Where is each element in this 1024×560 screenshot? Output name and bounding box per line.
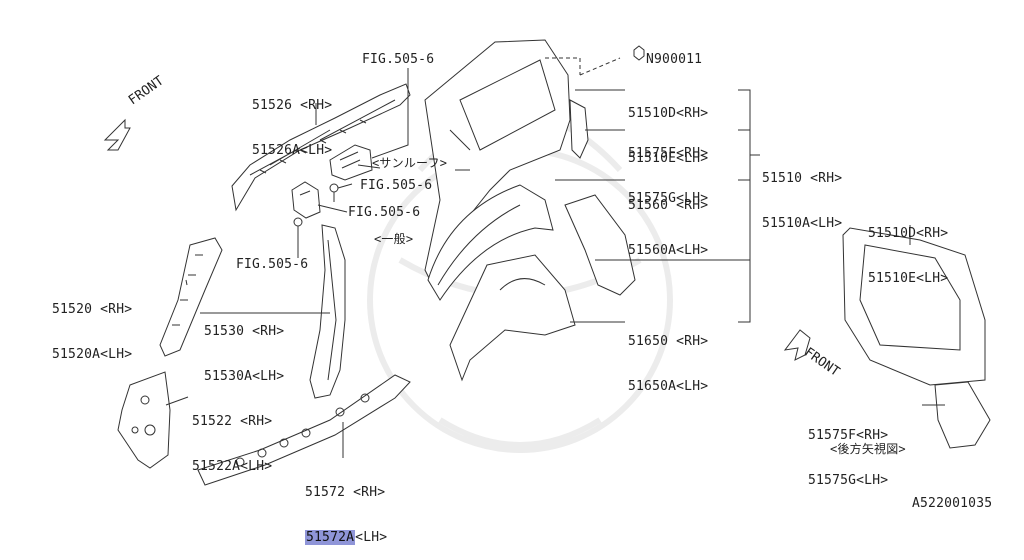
label-n900011[interactable]: N900011 (646, 52, 703, 67)
label-51572-lh: 51572A<LH> (305, 530, 387, 545)
label-51510D-rear-rh: 51510D<RH> (868, 226, 949, 241)
label-51572-rh: 51572 <RH> (305, 485, 386, 500)
label-51510D-rear[interactable]: 51510D<RH> 51510E<LH> (868, 196, 948, 301)
label-51560[interactable]: 51560 <RH> 51560A<LH> (628, 168, 708, 273)
label-51575F-rear[interactable]: 51575F<RH> 51575G<LH> (808, 398, 888, 503)
label-51510[interactable]: 51510 <RH> 51510A<LH> (762, 141, 842, 246)
label-51530[interactable]: 51530 <RH> 51530A<LH> (204, 294, 284, 399)
part-51650-inner[interactable] (449, 194, 636, 382)
part-51510D-rear-view[interactable] (842, 227, 986, 386)
label-51522[interactable]: 51522 <RH> 51522A<LH> (192, 384, 272, 489)
bolt-1[interactable] (329, 183, 339, 202)
part-bracket-sunroof[interactable] (329, 144, 373, 181)
label-51522-rh: 51522 <RH> (192, 414, 273, 429)
label-51510D-rear-lh: 51510E<LH> (868, 271, 949, 286)
label-51572A-highlight[interactable]: 51572A (305, 530, 356, 545)
label-51575F-lh: 51575G<LH> (628, 191, 709, 206)
label-51572-lh-suffix: <LH> (355, 530, 388, 545)
label-51526-lh: 51526A<LH> (252, 143, 333, 158)
label-51510D[interactable]: 51510D<RH> 51510E<LH> (628, 76, 708, 181)
front-arrow-left (103, 118, 131, 151)
label-51572[interactable]: 51572 <RH> 51572A<LH> (305, 455, 387, 560)
label-51526-rh: 51526 <RH> (252, 98, 333, 113)
label-51520-lh: 51520A<LH> (52, 347, 133, 362)
label-51575F[interactable]: 51575F<RH> 51575G<LH> (628, 116, 708, 221)
label-51510D-rh: 51510D<RH> (628, 106, 709, 121)
label-51560-rh: 51560 <RH> (628, 198, 709, 213)
part-51520-pillar[interactable] (159, 237, 223, 357)
diagram-code: A522001035 (912, 496, 993, 511)
label-51575F-rh: 51575F<RH> (628, 146, 709, 161)
leader-lines (165, 57, 945, 458)
parts-diagram (103, 39, 991, 486)
part-51572-rocker[interactable] (197, 374, 411, 486)
label-sunroof: <サンルーフ> (372, 156, 448, 170)
label-51650-lh: 51650A<LH> (628, 379, 709, 394)
label-51560-lh: 51560A<LH> (628, 243, 709, 258)
label-fig-mid2[interactable]: FIG.505-6 (348, 205, 421, 220)
label-51520-rh: 51520 <RH> (52, 302, 133, 317)
label-fig-mid1[interactable]: FIG.505-6 (360, 178, 433, 193)
label-51575F-rear-rh: 51575F<RH> (808, 428, 889, 443)
part-51522-bracket[interactable] (117, 371, 171, 469)
label-51522-lh: 51522A<LH> (192, 459, 273, 474)
label-51510-lh: 51510A<LH> (762, 216, 843, 231)
part-51575F-rear-view[interactable] (934, 381, 991, 449)
label-51530-rh: 51530 <RH> (204, 324, 285, 339)
part-51560-wheelhouse[interactable] (427, 184, 554, 301)
part-bracket-general[interactable] (291, 181, 321, 219)
part-51530-pillar[interactable] (309, 224, 346, 399)
nut-icon (633, 45, 645, 61)
label-51526[interactable]: 51526 <RH> 51526A<LH> (252, 68, 332, 173)
part-51526-rail[interactable] (231, 83, 411, 212)
label-51520[interactable]: 51520 <RH> 51520A<LH> (52, 272, 132, 377)
label-general: <一般> (374, 232, 414, 246)
label-fig-top[interactable]: FIG.505-6 (362, 52, 435, 67)
label-rear-view: <後方矢視図> (830, 442, 906, 456)
part-51575F-bracket[interactable] (569, 99, 589, 159)
label-51530-lh: 51530A<LH> (204, 369, 285, 384)
label-51650[interactable]: 51650 <RH> 51650A<LH> (628, 304, 708, 409)
label-fig-low[interactable]: FIG.505-6 (236, 257, 309, 272)
front-arrow-right (783, 329, 811, 361)
bolt-2[interactable] (293, 217, 303, 242)
label-51650-rh: 51650 <RH> (628, 334, 709, 349)
label-51575F-rear-lh: 51575G<LH> (808, 473, 889, 488)
label-51510D-lh: 51510E<LH> (628, 151, 709, 166)
label-51510-rh: 51510 <RH> (762, 171, 843, 186)
